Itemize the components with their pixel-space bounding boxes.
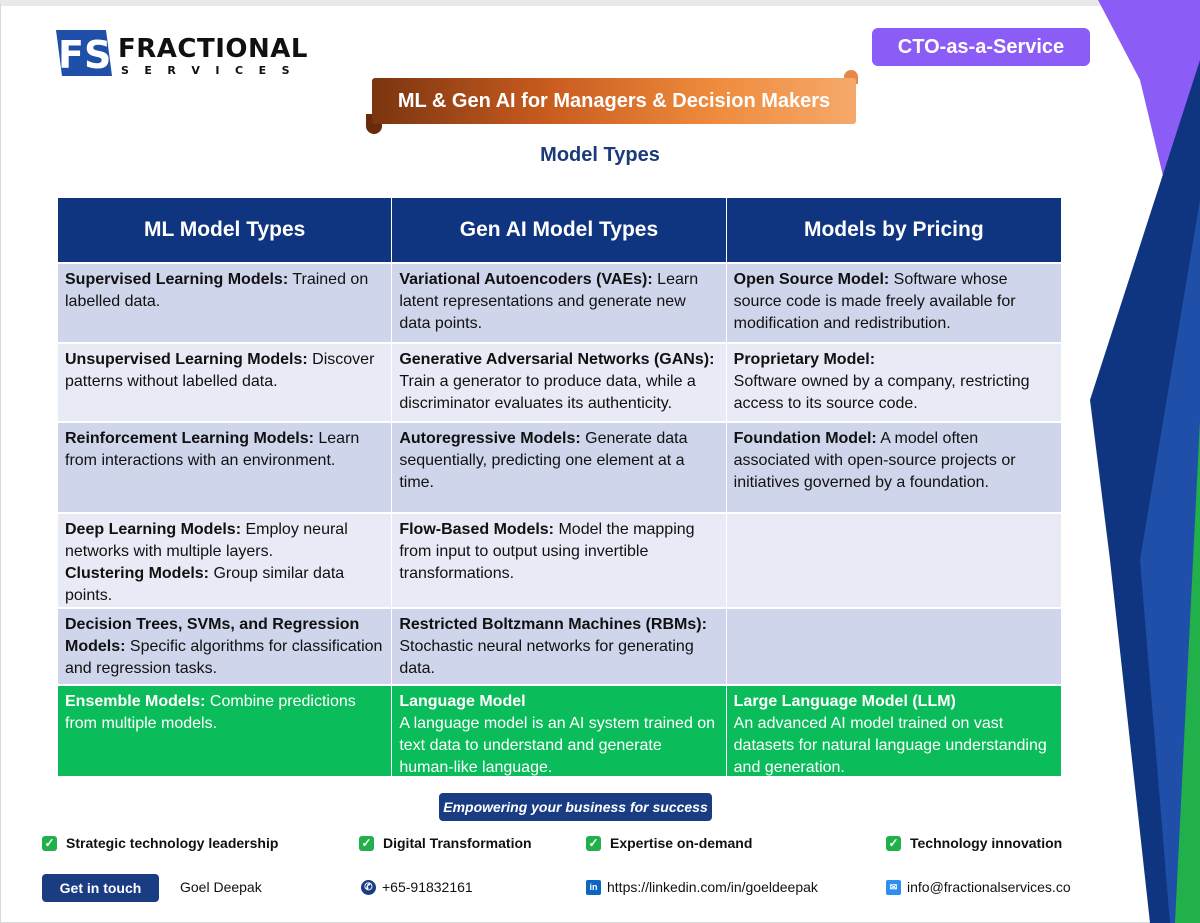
logo-subtitle: SERVICES — [121, 64, 306, 77]
feature-item: ✓ Technology innovation — [886, 834, 1062, 852]
feature-item: ✓ Expertise on-demand — [586, 834, 752, 852]
cell-term: Large Language Model (LLM) — [733, 693, 956, 710]
checkmark-icon: ✓ — [886, 835, 901, 851]
table-cell: Supervised Learning Models: Trained on l… — [58, 264, 393, 344]
checkmark-icon: ✓ — [586, 835, 601, 851]
slogan-badge: Empowering your business for success — [439, 793, 712, 821]
cto-badge: CTO-as-a-Service — [872, 28, 1090, 66]
cell-term: Flow-Based Models: — [399, 521, 555, 538]
table-cell: Deep Learning Models: Employ neural netw… — [58, 514, 393, 609]
cell-desc: Software whose source code is made freel… — [733, 271, 1016, 332]
logo-title: FRACTIONAL — [118, 34, 308, 64]
feature-label: Expertise on-demand — [610, 835, 753, 851]
get-in-touch-button[interactable]: Get in touch — [42, 874, 159, 902]
table-cell: Decision Trees, SVMs, and Regression Mod… — [58, 609, 393, 686]
cell-term: Ensemble Models: — [65, 693, 206, 710]
cell-term: Unsupervised Learning Models: — [65, 351, 308, 368]
feature-label: Strategic technology leadership — [66, 835, 279, 851]
cell-term: Open Source Model: — [733, 271, 890, 288]
contact-linkedin[interactable]: in https://linkedin.com/in/goeldeepak — [586, 879, 818, 895]
email-address: info@fractionalservices.co — [907, 879, 1071, 895]
cell-desc: Train a generator to produce data, while… — [399, 373, 696, 412]
cell-desc: Learn latent representations and generat… — [399, 271, 699, 332]
linkedin-icon: in — [586, 879, 601, 895]
table-cell: Flow-Based Models: Model the mapping fro… — [392, 514, 727, 609]
table-cell: Variational Autoencoders (VAEs): Learn l… — [392, 264, 727, 344]
cell-term: Decision Trees, SVMs, and Regression Mod… — [65, 616, 360, 655]
cell-term: Generative Adversarial Networks (GANs): — [399, 351, 715, 368]
table-cell: Open Source Model: Software whose source… — [726, 264, 1061, 344]
table-cell-empty — [726, 609, 1061, 686]
cell-desc: Stochastic neural networks for generatin… — [399, 638, 694, 677]
cell-term: Autoregressive Models: — [399, 430, 581, 447]
cell-desc: Specific algorithms for classification a… — [65, 638, 383, 677]
decorative-side-shapes — [1090, 0, 1200, 923]
contact-phone[interactable]: ✆ +65-91832161 — [361, 879, 473, 895]
cell-desc: A language model is an AI system trained… — [399, 715, 716, 776]
company-logo: FS FRACTIONAL SERVICES — [48, 26, 318, 82]
table-cell: Unsupervised Learning Models: Discover p… — [58, 344, 393, 423]
contact-name: Goel Deepak — [180, 879, 262, 895]
model-types-table: ML Model Types Gen AI Model Types Models… — [58, 198, 1061, 778]
cell-term: Supervised Learning Models: — [65, 271, 289, 288]
table-cell: Proprietary Model: Software owned by a co… — [726, 344, 1061, 423]
phone-number: +65-91832161 — [382, 879, 473, 895]
cell-term: Restricted Boltzmann Machines (RBMs): — [399, 616, 707, 633]
cell-term: Foundation Model: — [733, 430, 877, 447]
feature-item: ✓ Digital Transformation — [359, 834, 532, 852]
table-cell: Autoregressive Models: Generate data seq… — [392, 423, 727, 514]
contact-email[interactable]: ✉ info@fractionalservices.co — [886, 879, 1071, 895]
table-cell: Ensemble Models: Combine predictions fro… — [58, 686, 393, 778]
linkedin-url: https://linkedin.com/in/goeldeepak — [607, 879, 818, 895]
phone-icon: ✆ — [361, 879, 376, 895]
cell-term: Proprietary Model: — [733, 351, 876, 368]
table-row: Unsupervised Learning Models: Discover p… — [58, 344, 1061, 423]
banner-title: ML & Gen AI for Managers & Decision Make… — [372, 78, 856, 124]
table-cell-empty — [726, 514, 1061, 609]
table-cell: Reinforcement Learning Models: Learn fro… — [58, 423, 393, 514]
cell-term: Reinforcement Learning Models: — [65, 430, 314, 447]
cell-desc: Combine predictions from multiple models… — [65, 693, 356, 732]
column-header: Models by Pricing — [726, 198, 1061, 264]
cell-term: Variational Autoencoders (VAEs): — [399, 271, 653, 288]
feature-label: Technology innovation — [910, 835, 1063, 851]
cell-desc: Employ neural networks with multiple lay… — [65, 521, 348, 560]
cell-desc: Group similar data points. — [65, 565, 345, 604]
cell-desc: Discover patterns without labelled data. — [65, 351, 375, 390]
column-header: ML Model Types — [58, 198, 393, 264]
cell-desc: An advanced AI model trained on vast dat… — [733, 715, 1047, 776]
page-title: Model Types — [540, 144, 660, 166]
checkmark-icon: ✓ — [359, 835, 374, 851]
table-header-row: ML Model Types Gen AI Model Types Models… — [58, 198, 1061, 264]
table-row: Ensemble Models: Combine predictions fro… — [58, 686, 1061, 778]
title-banner: ML & Gen AI for Managers & Decision Make… — [366, 70, 858, 134]
column-header: Gen AI Model Types — [392, 198, 727, 264]
cell-desc: Generate data sequentially, predicting o… — [399, 430, 688, 491]
logo-mark-text: FS — [58, 33, 111, 77]
cell-desc: A model often associated with open-sourc… — [733, 430, 1016, 491]
cell-term: Deep Learning Models: — [65, 521, 242, 538]
feature-item: ✓ Strategic technology leadership — [42, 834, 278, 852]
table-cell: Restricted Boltzmann Machines (RBMs): Sto… — [392, 609, 727, 686]
mail-icon: ✉ — [886, 879, 901, 895]
cell-desc: Learn from interactions with an environm… — [65, 430, 360, 469]
table-cell: Language Model A language model is an AI … — [392, 686, 727, 778]
table-row: Supervised Learning Models: Trained on l… — [58, 264, 1061, 344]
fs-logo-icon: FS — [56, 30, 112, 77]
cell-desc: Model the mapping from input to output u… — [399, 521, 695, 582]
checkmark-icon: ✓ — [42, 835, 57, 851]
cell-desc: Software owned by a company, restricting… — [733, 373, 1030, 412]
table-cell: Foundation Model: A model often associat… — [726, 423, 1061, 514]
table-row: Reinforcement Learning Models: Learn fro… — [58, 423, 1061, 514]
feature-label: Digital Transformation — [383, 835, 532, 851]
table-cell: Generative Adversarial Networks (GANs): … — [392, 344, 727, 423]
table-row: Deep Learning Models: Employ neural netw… — [58, 514, 1061, 609]
cell-desc: Trained on labelled data. — [65, 271, 369, 310]
cell-term: Language Model — [399, 693, 526, 710]
cell-term: Clustering Models: — [65, 565, 210, 582]
table-row: Decision Trees, SVMs, and Regression Mod… — [58, 609, 1061, 686]
table-cell: Large Language Model (LLM) An advanced AI… — [726, 686, 1061, 778]
